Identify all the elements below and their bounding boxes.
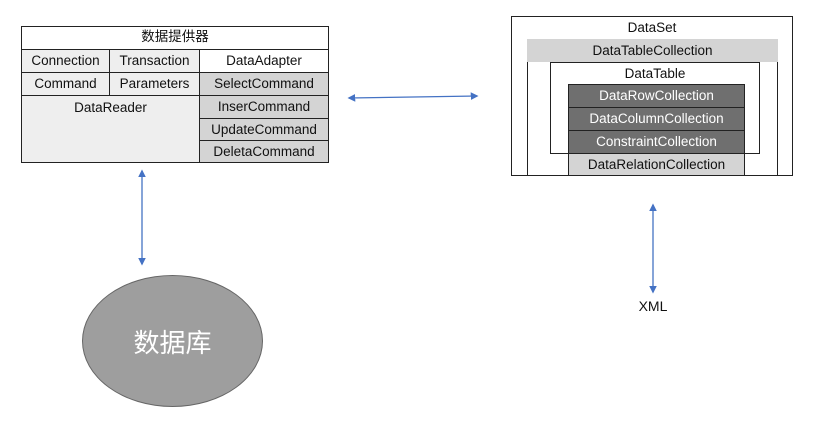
data-reader-label: DataReader [74, 100, 147, 115]
xml-label: XML [638, 298, 668, 314]
command-cell: Command [21, 72, 110, 96]
update-command-cell: UpdateCommand [199, 118, 329, 141]
table-collection-header: DataTableCollection [527, 39, 778, 62]
data-table-title: DataTable [624, 66, 686, 82]
database-ellipse: 数据库 [82, 275, 263, 407]
data-reader-cell: DataReader [21, 95, 200, 163]
data-provider-title: 数据提供器 [21, 26, 329, 50]
row-collection-cell: DataRowCollection [568, 84, 745, 108]
select-command-cell: SelectCommand [199, 72, 329, 96]
dataset-title: DataSet [627, 20, 677, 36]
delete-command-cell: DeletaCommand [199, 140, 329, 163]
column-collection-cell: DataColumnCollection [568, 107, 745, 131]
relation-collection-cell: DataRelationCollection [568, 153, 745, 176]
provider-dataset-arrow [347, 92, 479, 102]
database-label: 数据库 [133, 328, 212, 359]
